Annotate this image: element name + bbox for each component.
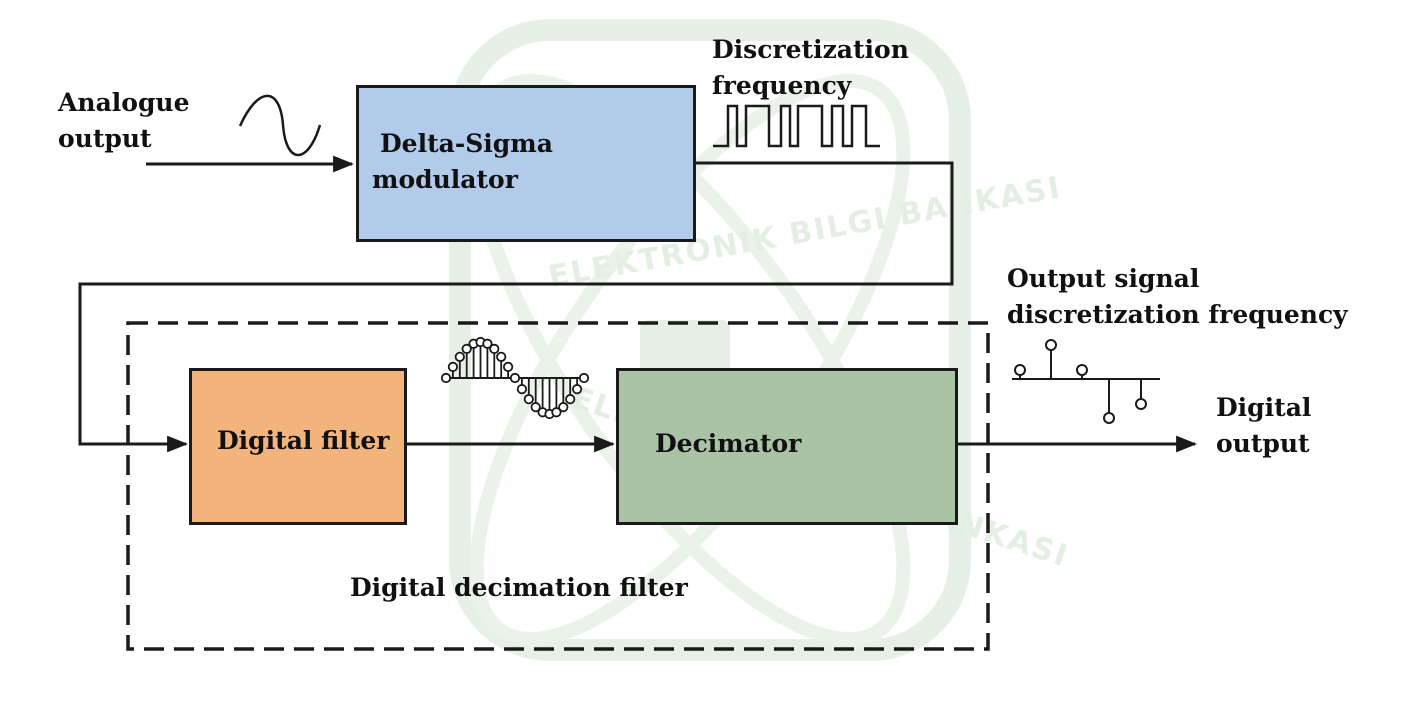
delta-sigma-modulator-block: Delta-Sigma modulator <box>356 85 696 242</box>
digital-filter-block: Digital filter <box>189 368 407 525</box>
decimator-label: Decimator <box>655 429 802 458</box>
sample-dot <box>489 343 500 354</box>
sample-dot <box>461 343 472 354</box>
output-signal-frequency-label-line2: discretization frequency <box>1007 300 1348 329</box>
discretization-frequency-label-line1: Discretization <box>712 35 909 64</box>
sample-dot <box>565 394 576 405</box>
digital-output-label-line2: output <box>1216 429 1310 458</box>
sample-dot <box>482 338 493 349</box>
sample-dot <box>558 402 569 413</box>
decimation-filter-label: Digital decimation filter <box>350 573 688 602</box>
discretization-frequency-label-line2: frequency <box>712 71 852 100</box>
sample-dot <box>447 361 458 372</box>
sample-dot <box>509 372 521 384</box>
sine-wave-icon <box>238 94 322 157</box>
analogue-output-label-line1: Analogue <box>58 88 190 117</box>
modulator-output-line <box>78 161 954 453</box>
sample-dot <box>571 384 583 395</box>
decimation-filter-frame <box>126 321 990 651</box>
clock-square-wave-icon <box>713 104 880 148</box>
decimator-block: Decimator <box>616 368 958 525</box>
sampled-sine-icon <box>440 336 590 420</box>
sample-dot <box>516 384 528 395</box>
sample-dot <box>502 361 514 372</box>
modulator-label-line2: modulator <box>372 165 518 194</box>
digital-filter-label: Digital filter <box>217 426 390 455</box>
sample-dot <box>496 351 507 362</box>
decimated-samples-icon <box>1012 339 1160 424</box>
sample-dot <box>551 407 562 418</box>
sample-dot <box>578 372 590 384</box>
analogue-output-label-line2: output <box>58 124 152 153</box>
modulator-label-line1: Delta-Sigma <box>380 129 553 158</box>
sample-dot <box>530 402 541 413</box>
sample-dot <box>454 351 465 362</box>
sample-dot <box>440 372 452 384</box>
output-signal-frequency-label-line1: Output signal <box>1007 264 1200 293</box>
digital-output-label-line1: Digital <box>1216 393 1312 422</box>
sample-dot <box>523 394 534 405</box>
